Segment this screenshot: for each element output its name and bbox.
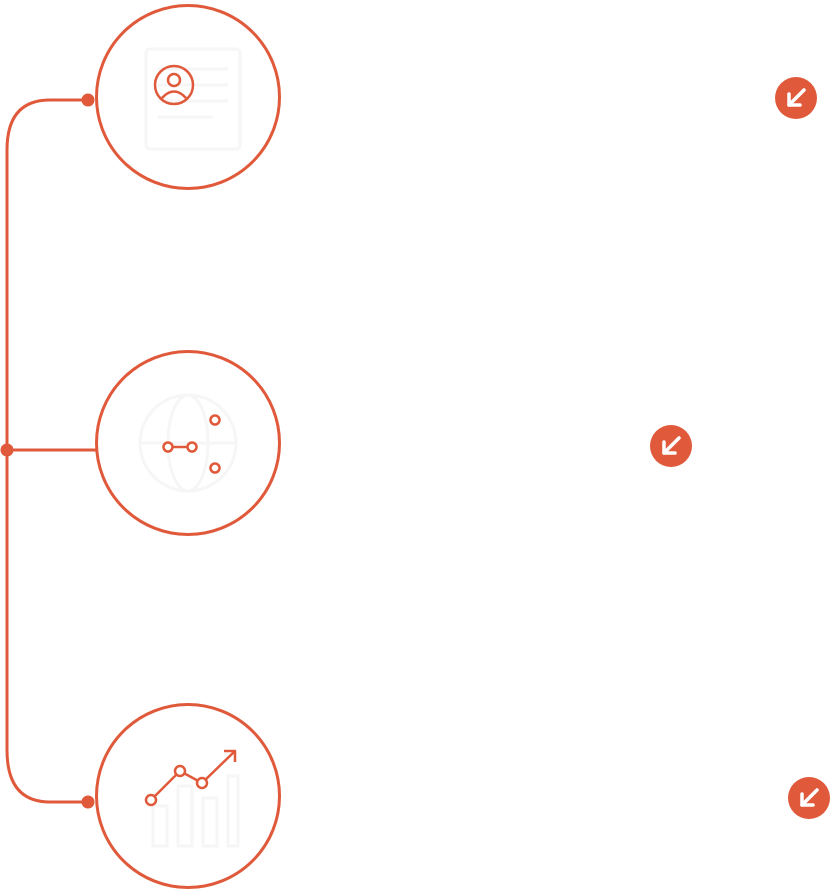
timeline-dot-top	[81, 93, 95, 107]
user-icon	[153, 64, 195, 106]
share-nodes-icon	[162, 414, 221, 474]
node-action-button-3[interactable]	[788, 777, 830, 819]
bar-chart-icon	[151, 774, 240, 848]
node-action-button-2[interactable]	[650, 425, 692, 467]
node-circle-1	[95, 4, 281, 190]
trend-up-icon	[144, 749, 237, 807]
arrow-down-left-icon	[787, 88, 806, 107]
node-action-button-1[interactable]	[775, 77, 817, 119]
timeline-dot-bottom	[81, 795, 95, 809]
arrow-down-left-icon	[800, 788, 819, 807]
timeline-dot-middle	[0, 443, 14, 457]
arrow-down-left-icon	[662, 436, 681, 455]
node-circle-2	[95, 350, 281, 536]
node-circle-3	[95, 703, 281, 889]
